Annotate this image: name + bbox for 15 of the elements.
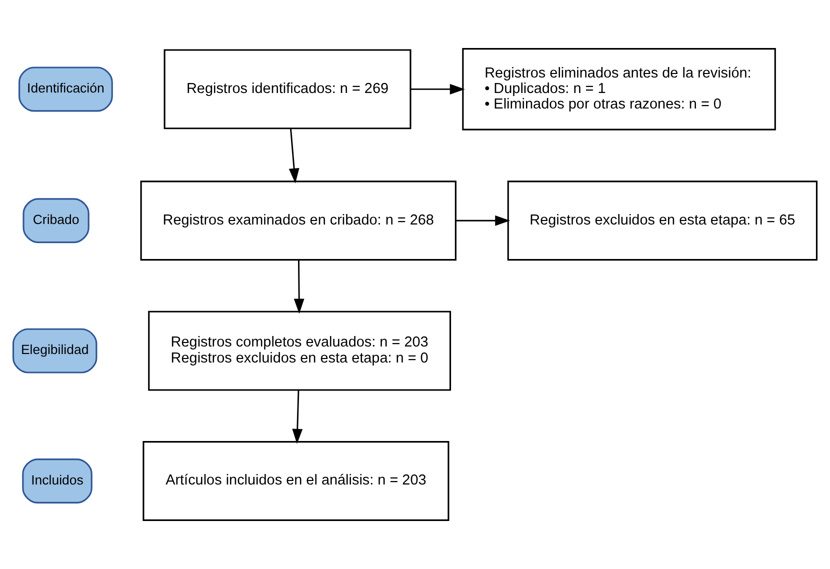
- node-box: Elegibilidad: [12, 328, 98, 374]
- node-box: Incluidos: [22, 458, 92, 504]
- node-box: Artículos incluidos en el análisis: n = 203: [142, 441, 450, 521]
- node-box: Identificación: [18, 66, 113, 112]
- arrow: [294, 260, 304, 314]
- node-box: Cribado: [22, 198, 90, 244]
- node-box: Registros excluidos en esta etapa: n = 65: [507, 180, 818, 261]
- arrow: [456, 215, 510, 226]
- arrow: [288, 128, 300, 184]
- arrow: [292, 390, 303, 444]
- node-box: Registros identificados: n = 269: [164, 49, 412, 130]
- node-box: Registros examinados en cribado: n = 268: [140, 180, 456, 261]
- node-box: Registros completos evaluados: n = 203 Registros excluidos en esta etapa: n = 0: [148, 310, 452, 391]
- node-box: Registros eliminados antes de la revisión: • Duplicados: n = 1 • Eliminados por otras razones: n = 0: [462, 48, 776, 130]
- arrow: [410, 84, 465, 94]
